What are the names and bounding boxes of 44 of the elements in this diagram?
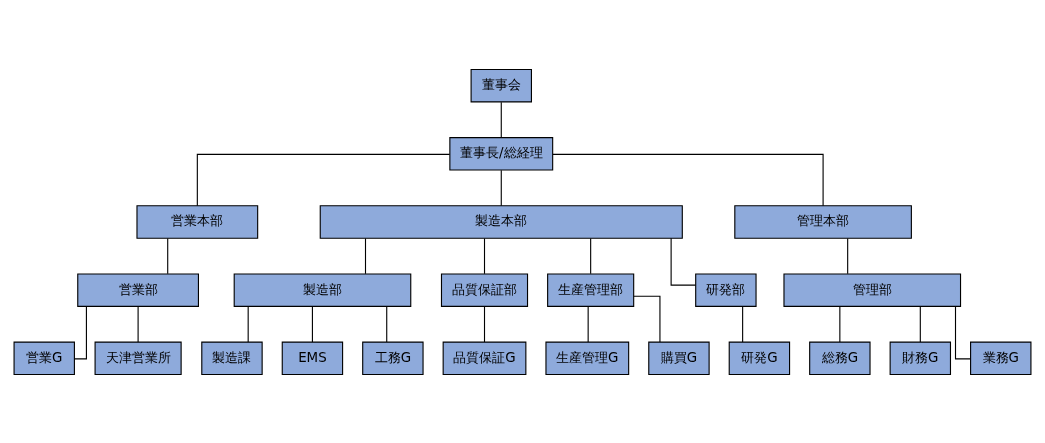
node-box: 研発部 [695, 272, 757, 307]
connector [167, 237, 169, 274]
connector [633, 295, 661, 343]
connector [311, 305, 313, 343]
node-box: 生産管理G [545, 341, 630, 375]
node-box: 工務G [362, 341, 424, 375]
connector [552, 153, 824, 206]
node-box: 業務G [970, 341, 1032, 375]
node-box: 董事長/総経理 [449, 136, 554, 171]
connector [919, 305, 921, 343]
connector [386, 305, 388, 343]
node-box: 財務G [889, 341, 952, 375]
node-box: 品質保証部 [440, 272, 529, 307]
connector [500, 101, 502, 138]
node-box: 生産管理部 [547, 272, 635, 307]
node-box: 営業本部 [136, 204, 259, 239]
connector [587, 305, 589, 343]
connector [483, 237, 486, 274]
node-box: 製造部 [233, 272, 412, 307]
node-box: EMS [281, 341, 344, 375]
connector [500, 169, 502, 206]
connector [847, 237, 849, 274]
node-box: 製造本部 [319, 204, 683, 239]
connector [670, 237, 697, 286]
connector [247, 305, 249, 343]
node-box: 購買G [648, 341, 710, 375]
node-box: 営業G [13, 341, 75, 375]
node-box: 董事会 [470, 68, 532, 102]
connector [839, 305, 841, 343]
connector [742, 305, 744, 343]
node-box: 製造課 [201, 341, 263, 375]
node-box: 管理本部 [734, 204, 912, 239]
connector [954, 305, 971, 359]
node-box: 天津営業所 [94, 341, 182, 375]
connector [483, 305, 486, 343]
connector [137, 305, 139, 343]
node-box: 研発G [728, 341, 791, 375]
node-box: 営業部 [77, 272, 199, 307]
connector [590, 237, 592, 274]
node-box: 総務G [809, 341, 871, 375]
node-box: 管理部 [783, 272, 962, 307]
connector [364, 237, 367, 274]
node-box: 品質保証G [442, 341, 527, 375]
connector [196, 153, 451, 206]
